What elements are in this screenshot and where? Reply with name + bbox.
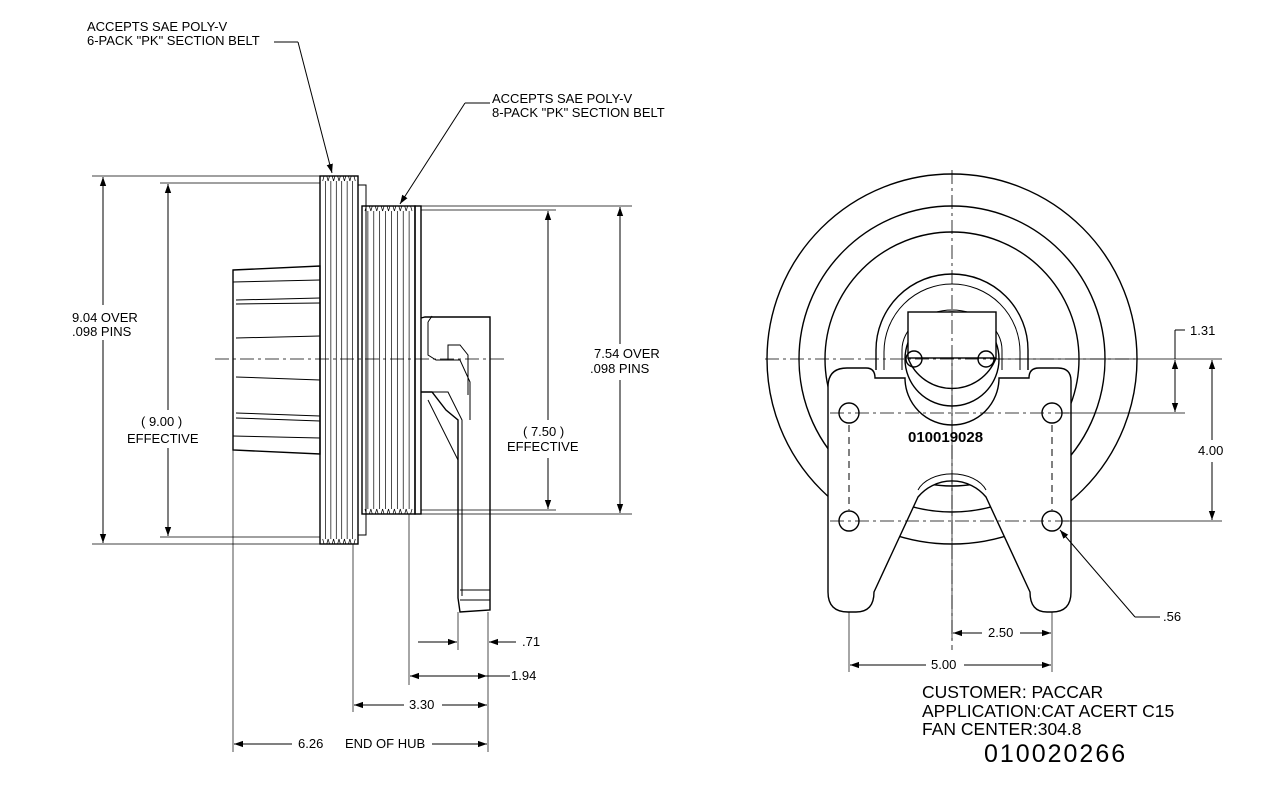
label-dim-056: .56	[1163, 609, 1181, 624]
side-view: 9.04 OVER .098 PINS ( 9.00 ) EFFECTIVE 7…	[72, 175, 660, 752]
label-9-04-over: 9.04 OVER	[72, 310, 138, 325]
label-dim-330: 3.30	[409, 697, 434, 712]
fan-center-line: FAN CENTER:304.8	[922, 719, 1082, 739]
belt-callouts	[274, 41, 490, 205]
label-effective-left: EFFECTIVE	[127, 431, 199, 446]
callout-6pk-line1: ACCEPTS SAE POLY-V	[87, 19, 227, 34]
part-number: 010020266	[984, 740, 1127, 768]
label-9-00-effective: ( 9.00 )	[141, 414, 182, 429]
label-7-50-effective: ( 7.50 )	[523, 424, 564, 439]
dimension-horizontal-set	[232, 450, 516, 752]
info-block: CUSTOMER: PACCAR APPLICATION:CAT ACERT C…	[922, 682, 1174, 768]
dimension-left-diameter	[92, 175, 320, 545]
callout-8pk-line2: 8-PACK "PK" SECTION BELT	[492, 105, 665, 120]
label-dim-400: 4.00	[1198, 443, 1223, 458]
pulley-8pk	[361, 205, 422, 515]
label-7-54-pins: .098 PINS	[590, 361, 650, 376]
part-stamp: 010019028	[908, 429, 983, 446]
label-end-of-hub: END OF HUB	[345, 736, 425, 751]
mounting-bracket	[420, 315, 491, 613]
front-view: 010019028	[765, 170, 1222, 672]
callout-8pk-line1: ACCEPTS SAE POLY-V	[492, 91, 632, 106]
bracket-plate	[827, 367, 1072, 613]
label-dim-194: 1.94	[511, 668, 536, 683]
label-dim-131: 1.31	[1190, 323, 1215, 338]
label-7-54-over: 7.54 OVER	[594, 346, 660, 361]
application-line: APPLICATION:CAT ACERT C15	[922, 701, 1174, 721]
label-dim-071: .71	[522, 634, 540, 649]
customer-line: CUSTOMER: PACCAR	[922, 682, 1103, 702]
label-effective-right: EFFECTIVE	[507, 439, 579, 454]
label-dim-250: 2.50	[988, 625, 1013, 640]
callout-6pk-line2: 6-PACK "PK" SECTION BELT	[87, 33, 260, 48]
label-9-04-pins: .098 PINS	[72, 324, 132, 339]
dimension-right-diameter	[421, 205, 632, 515]
label-dim-626: 6.26	[298, 736, 323, 751]
pulley-6pk	[319, 175, 367, 545]
label-dim-500: 5.00	[931, 657, 956, 672]
hub-body	[232, 265, 321, 455]
